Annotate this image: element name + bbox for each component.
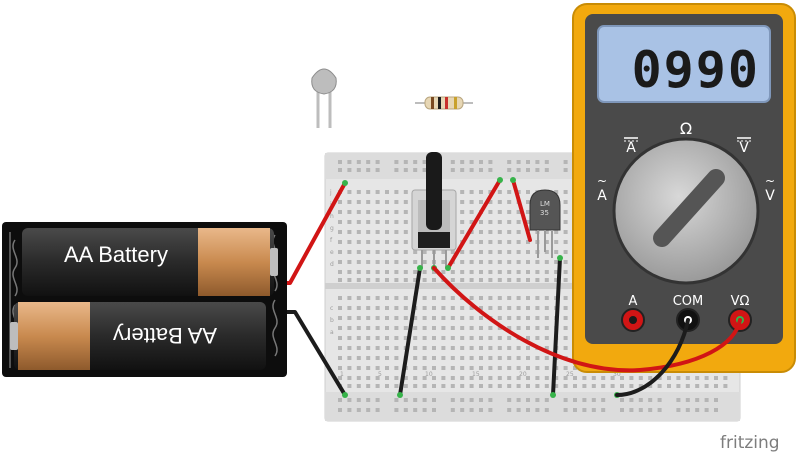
breadboard-bottom-rail [325,392,740,421]
row-letter: h [330,213,334,220]
column-number: 10 [425,371,433,378]
row-letter: d [330,261,334,268]
fritzing-logo: fritzing [720,433,780,453]
jack-label-vohm: VΩ [731,294,750,309]
battery-cell-top-label: AA Battery [64,242,168,267]
dial-ac-amps-tilde: ~ [597,174,607,188]
wire-red-pot-to-rail[interactable] [446,178,502,270]
multimeter[interactable]: 0990 Ω A V A ~ V ~ A COM VΩ [572,3,796,373]
row-letter: f [330,237,333,244]
probe-wire-red[interactable] [432,266,742,373]
battery-cell-bottom: AA Battery [10,302,266,370]
column-number: 30 [613,371,621,378]
multimeter-reading: 0990 [632,41,760,99]
row-letter: j [329,189,332,196]
multimeter-display [597,25,771,103]
jack-label-a: A [629,294,638,309]
row-letter: c [330,305,333,312]
temperature-sensor[interactable]: LM 35 [529,189,561,258]
probe-wire-black[interactable] [615,318,690,397]
ceramic-capacitor[interactable] [311,68,337,128]
sensor-label-line1: LM [540,200,550,208]
dial-label-ac-amps: A [597,188,607,204]
battery-cell-top: AA Battery [22,228,278,296]
column-number: 15 [472,371,480,378]
dial-label-ac-volts: V [765,188,775,204]
resistor[interactable] [415,96,473,110]
potentiometer[interactable] [411,152,457,268]
dial-ac-volts-tilde: ~ [765,174,775,188]
column-number: 20 [519,371,527,378]
battery-cell-bottom-label: AA Battery [113,323,217,348]
column-number: 5 [378,371,382,378]
wire-black-pot-to-ground[interactable] [398,266,422,397]
battery-pack[interactable]: AA Battery AA Battery [2,222,287,377]
sensor-label-line2: 35 [540,209,549,217]
column-number: 1 [340,371,344,378]
dial-pointer [653,169,725,247]
dial-label-dc-amps: A [626,140,636,156]
row-letter: e [330,249,334,256]
row-letter: g [330,225,334,232]
dial-label-ohm: Ω [680,119,692,138]
wire-red-sensor-to-rail[interactable] [511,178,532,242]
jack-label-com: COM [673,294,704,309]
breadboard-center-channel [325,283,740,289]
wire-black-sensor-to-ground[interactable] [551,256,562,397]
potentiometer-knob[interactable] [426,152,442,230]
row-letter: a [330,329,334,336]
row-letter: b [330,317,334,324]
column-number: 25 [566,371,574,378]
dial-label-dc-volts: V [739,140,749,156]
